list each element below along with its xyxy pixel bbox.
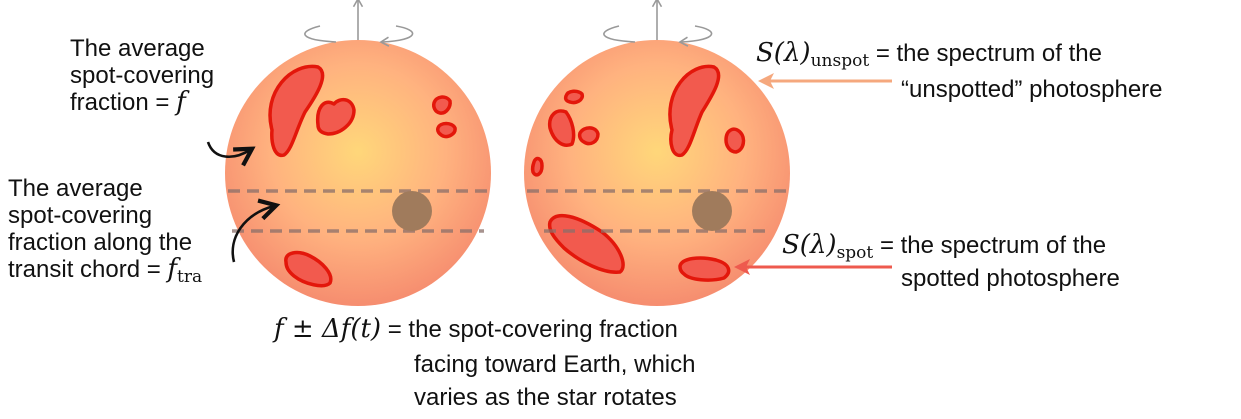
left-star xyxy=(225,0,491,306)
avg-fraction-line-3: fraction = f xyxy=(70,87,186,117)
chord-fraction-label: The average spot-covering fraction along… xyxy=(8,175,202,291)
variation-symbol: f ± Δf(t) xyxy=(274,314,382,344)
spot-line-2: spotted photosphere xyxy=(901,265,1120,292)
spot-line-1: S(λ)spot = the spectrum of the xyxy=(782,230,1107,264)
chord-fraction-line-3: fraction along the xyxy=(8,229,193,256)
spot-arrowhead xyxy=(734,259,750,275)
left-rotation-indicator xyxy=(304,0,414,42)
f-symbol: f xyxy=(176,87,186,117)
spot xyxy=(678,256,731,282)
avg-fraction-label: The average spot-covering fraction = f xyxy=(70,35,214,116)
right-star xyxy=(524,0,790,306)
variation-line-2: facing toward Earth, which xyxy=(414,351,696,378)
spot xyxy=(530,156,544,177)
unspot-arrowhead xyxy=(758,73,774,89)
spot xyxy=(436,121,457,139)
spot xyxy=(315,97,356,136)
avg-fraction-pointer-arrow xyxy=(206,141,256,167)
spot xyxy=(547,109,576,147)
spot xyxy=(268,64,325,158)
rotation-arrow xyxy=(603,25,713,42)
chord-fraction-pointer-arrow xyxy=(231,198,281,263)
left-star-spots xyxy=(268,64,457,288)
avg-fraction-line-1: The average xyxy=(70,35,205,62)
right-star-spots xyxy=(530,64,746,282)
spot-label: S(λ)spot = the spectrum of the xyxy=(782,232,1106,267)
chord-fraction-line-2: spot-covering xyxy=(8,202,153,229)
avg-fraction-line-2: spot-covering xyxy=(70,62,215,89)
spot xyxy=(577,126,600,146)
variation-line-1: = the spot-covering fraction xyxy=(387,316,678,343)
variation-line-3: varies as the star rotates xyxy=(414,384,677,411)
unspot-line-2: “unspotted” photosphere xyxy=(901,76,1163,103)
s-unspot-symbol: S(λ)unspot xyxy=(756,38,870,72)
spot xyxy=(563,89,585,105)
right-rotation-indicator xyxy=(603,0,713,42)
f-tra-symbol: ftra xyxy=(167,254,203,288)
chord-fraction-line-1: The average xyxy=(8,175,143,202)
chord-fraction-line-4: transit chord = ftra xyxy=(8,254,203,288)
unspot-label: S(λ)unspot = the spectrum of the xyxy=(756,40,1102,75)
variation-label: f ± Δf(t) = the spot-covering fraction xyxy=(274,314,678,344)
transiting-planet xyxy=(692,191,732,231)
spot xyxy=(724,127,746,154)
spot xyxy=(432,95,452,115)
spot xyxy=(284,250,333,288)
transiting-planet xyxy=(392,191,432,231)
unspot-line-1: S(λ)unspot = the spectrum of the xyxy=(756,38,1102,72)
spot xyxy=(668,64,721,158)
left-star-disk xyxy=(225,40,491,306)
s-spot-symbol: S(λ)spot xyxy=(782,230,874,264)
rotation-arrow xyxy=(304,25,414,42)
